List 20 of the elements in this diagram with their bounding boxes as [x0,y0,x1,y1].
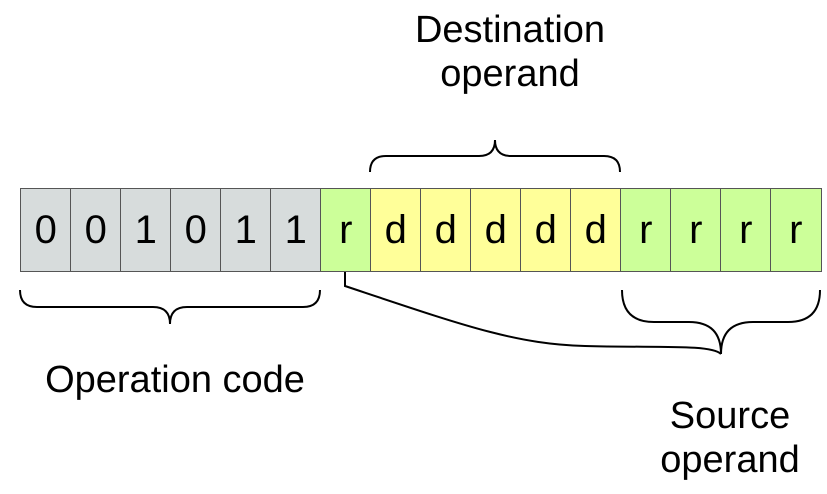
bit-field-cell: d [470,188,522,272]
bit-field-cell: r [620,188,672,272]
bit-field-cell: r [320,188,372,272]
brace-bracket [621,290,821,355]
bit-field-cell: 0 [20,188,72,272]
field-label: Destination operand [414,8,606,96]
bit-field-cell: d [420,188,472,272]
bit-field-cell: r [770,188,822,272]
bit-field-cell: 1 [220,188,272,272]
field-label: Operation code [44,358,306,402]
bit-field-cell: d [370,188,422,272]
bit-field-cell: r [670,188,722,272]
bit-field-cell: 0 [70,188,122,272]
bit-field-cell: r [720,188,772,272]
field-label: Source operand [659,394,801,482]
bit-field-cell: 0 [170,188,222,272]
bit-field-cell: 1 [270,188,322,272]
bit-field-cell: d [570,188,622,272]
bit-field-cell: 1 [120,188,172,272]
bit-field-cell: d [520,188,572,272]
